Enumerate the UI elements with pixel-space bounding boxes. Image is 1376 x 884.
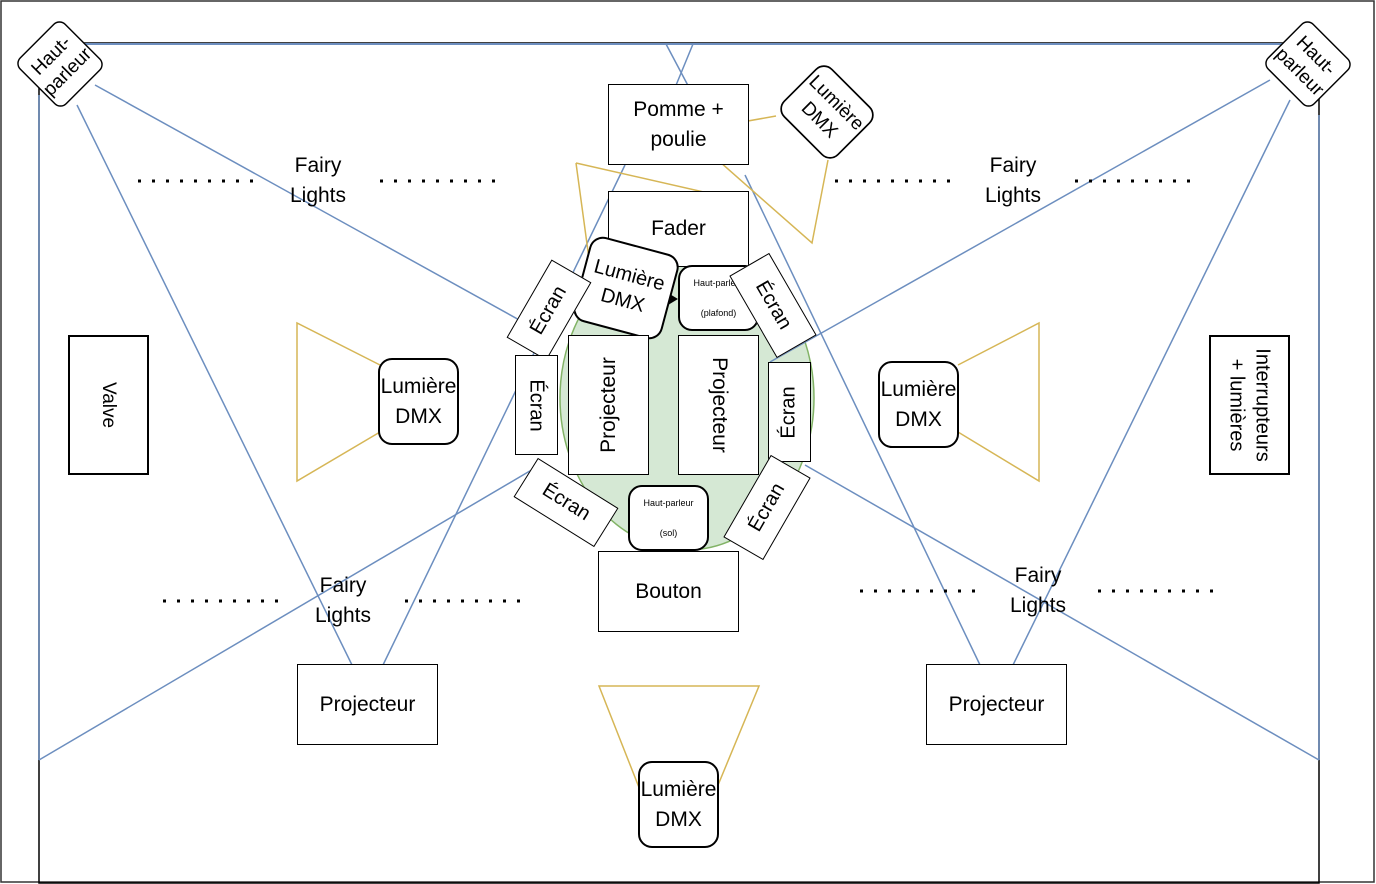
light-dmx-bottom: Lumière DMX: [638, 761, 719, 848]
fader-box: Fader: [608, 191, 749, 267]
speaker-left-line-a: [94, 84, 551, 338]
speaker-left: Haut- parleur: [13, 17, 107, 111]
light-dmx-left: Lumière DMX: [378, 358, 459, 445]
light-cone-left: [296, 321, 381, 483]
stage-projector-right: Projecteur: [678, 335, 759, 475]
speaker-left-label: Haut- parleur: [28, 32, 97, 101]
fairy-lights-top-left: Fairy Lights: [289, 154, 347, 207]
screen-upper-left-label: Écran: [525, 281, 572, 338]
projector-bottom-left: Projecteur: [297, 664, 438, 745]
bouton-box: Bouton: [598, 551, 739, 632]
light-dmx-right: Lumière DMX: [878, 361, 959, 448]
light-dmx-top-right-label: Lumière DMX: [796, 71, 868, 143]
speaker-right: Haut- parleur: [1261, 17, 1355, 111]
interrupteurs-box: Interrupteurs + lumières: [1209, 335, 1290, 475]
stage-projector-left-label: Projecteur: [596, 357, 620, 453]
stage-projector-right-label: Projecteur: [707, 357, 731, 453]
screen-lower-left-label: Écran: [538, 478, 595, 526]
room-left-line: [38, 464, 541, 761]
screen-mid-right-label: Écran: [778, 385, 800, 439]
interrupteurs-label: Interrupteurs + lumières: [1225, 348, 1274, 462]
fairy-lights-top-right: Fairy Lights: [984, 154, 1042, 207]
speaker-right-label: Haut- parleur: [1271, 32, 1340, 101]
light-dmx-top-right: Lumière DMX: [775, 60, 879, 164]
screen-mid-right: Écran: [768, 362, 811, 462]
pomme-poulie-box: Pomme + poulie: [608, 84, 749, 165]
stage-projector-left: Projecteur: [568, 335, 649, 475]
valve-box: Valve: [68, 335, 149, 475]
screen-upper-right-label: Écran: [750, 277, 797, 334]
screen-mid-left-label: Écran: [526, 378, 548, 432]
light-cone-right: [957, 321, 1040, 483]
speaker-floor: Haut-parleur (sol): [628, 485, 709, 551]
valve-label: Valve: [98, 381, 120, 429]
screen-mid-left: Écran: [515, 355, 558, 455]
screen-lower-right-label: Écran: [743, 479, 790, 536]
projector-bottom-right: Projecteur: [926, 664, 1067, 745]
fairy-lights-bottom-left: Fairy Lights: [314, 574, 372, 627]
fairy-lights-bottom-right: Fairy Lights: [1009, 564, 1067, 617]
